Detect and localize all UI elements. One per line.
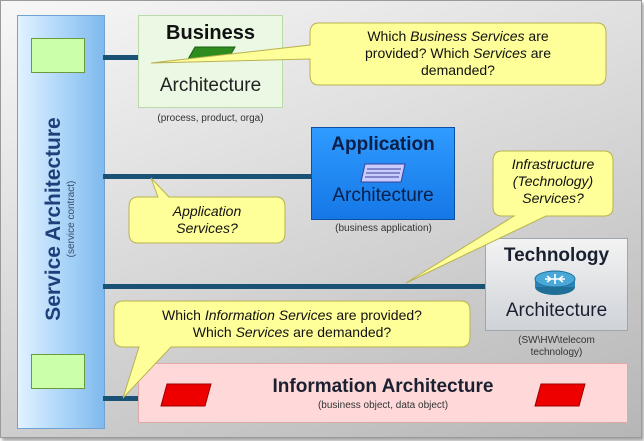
- callout-business-shape: [150, 22, 607, 86]
- callout-information-l2c: are demanded?: [289, 324, 392, 340]
- business-label: Architecture: [159, 75, 262, 96]
- service-port-bottom: [31, 354, 85, 389]
- information-architecture-box: Information Architecture (business objec…: [138, 363, 628, 423]
- callout-information: Which Information Services are provided?…: [116, 307, 468, 341]
- callout-infrastructure: Infrastructure (Technology) Services?: [495, 156, 611, 207]
- callout-information-shape: [113, 300, 471, 399]
- callout-information-line2: Which Services are demanded?: [116, 324, 468, 341]
- callout-information-l1c: are provided?: [332, 307, 422, 323]
- callout-business-line3: demanded?: [421, 62, 495, 78]
- red-parallelogram-icon-right: [534, 383, 586, 407]
- callout-information-line1: Which Information Services are provided?: [116, 307, 468, 324]
- callout-application-shape: [128, 177, 286, 244]
- service-port-top: [31, 38, 85, 73]
- technology-title: Technology: [503, 245, 610, 266]
- callout-business-l2c: are: [526, 45, 551, 61]
- callout-information-l1b: Information Services: [204, 307, 333, 323]
- connector-information: [103, 396, 143, 401]
- callout-application-line1: Application: [172, 203, 242, 219]
- business-note: (process, product, orga): [157, 113, 264, 124]
- blue-stack-icon: [360, 163, 406, 183]
- application-title: Application: [331, 134, 435, 155]
- callout-business-line1: Which Business Services are: [312, 28, 604, 45]
- application-note: (business application): [335, 223, 432, 234]
- callout-application: Application Services?: [131, 203, 283, 237]
- information-title: Information Architecture: [272, 376, 494, 397]
- callout-business-line2: provided? Which Services are: [312, 45, 604, 62]
- callout-information-l2a: Which: [192, 324, 236, 340]
- callout-business: Which Business Services are provided? Wh…: [312, 28, 604, 79]
- router-icon: [534, 270, 576, 295]
- callout-business-l2b: Services: [473, 45, 527, 61]
- business-title: Business: [166, 22, 255, 44]
- connector-technology: [103, 284, 486, 289]
- connector-business: [103, 55, 143, 60]
- technology-note-line1: (SW\HW\telecom: [518, 335, 595, 346]
- callout-business-l2a: provided? Which: [365, 45, 474, 61]
- callout-infrastructure-shape: [405, 150, 614, 284]
- application-label: Architecture: [332, 185, 434, 206]
- connector-application: [103, 174, 313, 179]
- technology-note-line2: technology): [530, 347, 583, 358]
- callout-infrastructure-line3: Services?: [522, 190, 584, 206]
- technology-note: (SW\HW\telecom technology): [485, 335, 628, 359]
- callout-infrastructure-line1: Infrastructure: [511, 156, 595, 172]
- callout-information-l2b: Services: [235, 324, 290, 340]
- red-parallelogram-icon: [160, 383, 212, 407]
- callout-business-l1b: Business Services: [410, 28, 525, 44]
- technology-label: Architecture: [505, 300, 608, 321]
- information-note: (business object, data object): [317, 400, 449, 411]
- callout-infrastructure-line2: (Technology): [512, 173, 594, 189]
- callout-business-l1c: are: [524, 28, 549, 44]
- callout-information-l1a: Which: [162, 307, 205, 323]
- callout-business-l1a: Which: [367, 28, 411, 44]
- callout-application-line2: Services?: [176, 220, 238, 236]
